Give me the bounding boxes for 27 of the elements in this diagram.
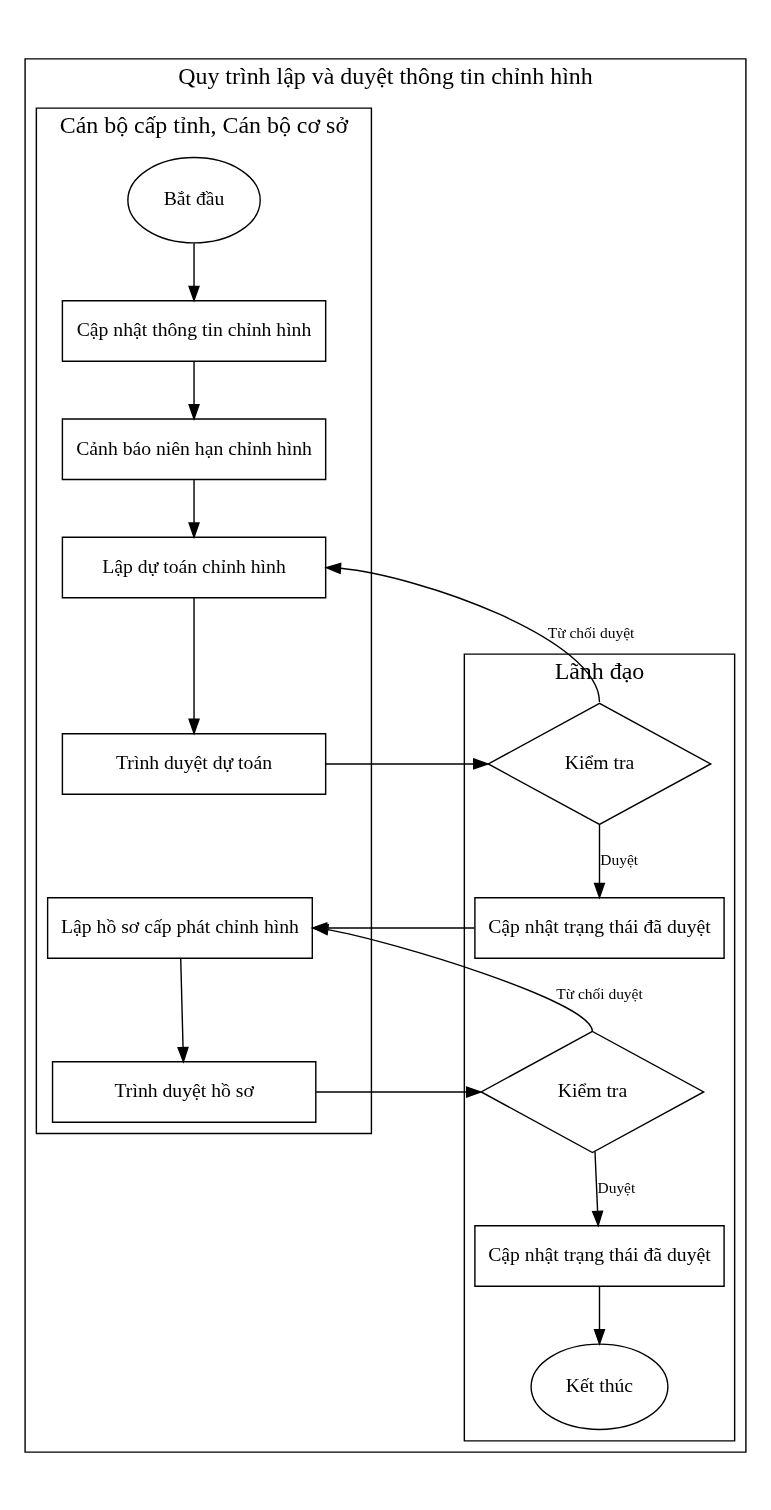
arrow: [188, 478, 200, 539]
arrow: [591, 1150, 604, 1228]
node-ellipse: Kết thúc: [530, 1342, 669, 1430]
edge-label: Từ chối duyệt: [547, 623, 635, 641]
arrow: [325, 757, 490, 770]
node-box: Trình duyệt dự toán: [61, 732, 327, 795]
node-box: Trình duyệt hồ sơ: [51, 1060, 317, 1123]
arrow: [593, 1285, 606, 1346]
edge-label: Từ chối duyệt: [556, 984, 643, 1002]
node-box: Cập nhật thông tin chỉnh hình: [61, 299, 327, 362]
arrow: [188, 596, 200, 735]
node-box: Cập nhật trạng thái đã duyệt: [474, 896, 725, 959]
arrow: [324, 561, 601, 703]
node-ellipse: Bắt đầu: [127, 156, 261, 244]
arrow: [188, 360, 200, 421]
node-box: Lập hồ sơ cấp phát chỉnh hình: [46, 896, 313, 959]
node-box: Cập nhật trạng thái đã duyệt: [474, 1224, 725, 1287]
arrow: [188, 242, 200, 303]
node-diamond: Kiểm tra: [486, 702, 713, 825]
node-box: Cảnh báo niên hạn chỉnh hình: [61, 417, 327, 480]
node-diamond: Kiểm tra: [479, 1030, 706, 1153]
node-box: Lập dự toán chỉnh hình: [61, 536, 327, 599]
edge-label: Duyệt: [600, 850, 639, 868]
arrow: [593, 823, 606, 900]
arrow: [177, 957, 189, 1064]
edge-label: Duyệt: [597, 1178, 636, 1196]
arrow: [315, 1085, 483, 1098]
